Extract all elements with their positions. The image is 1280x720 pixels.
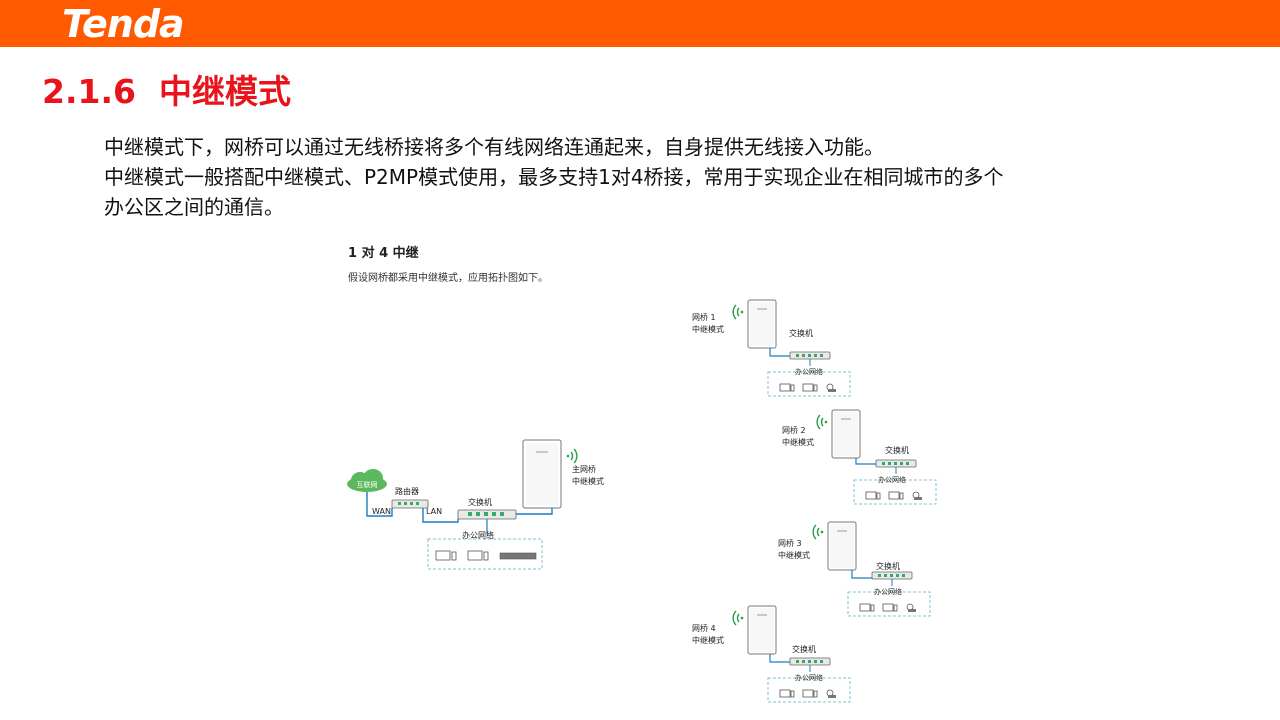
paragraph-line-3: 办公区之间的通信。 xyxy=(104,195,284,219)
main-switch-icon xyxy=(457,509,517,520)
bridge-4-switch-label: 交换机 xyxy=(792,644,816,654)
section-number: 2.1.6 xyxy=(42,72,136,111)
bridge-1-group: 网桥 1 中继模式 交换机 办公网络 xyxy=(692,299,851,397)
router-label: 路由器 xyxy=(395,486,419,496)
bridge-2-wifi-icon xyxy=(816,414,828,430)
bridge-4-name: 网桥 4 xyxy=(692,623,716,633)
main-office-network xyxy=(427,538,543,570)
bridge-4-group: 网桥 4 中继模式 交换机 办公网络 xyxy=(692,605,851,703)
section-title: 2.1.6 中继模式 xyxy=(42,70,291,114)
main-office-label: 办公网络 xyxy=(462,530,494,540)
internet-cloud-icon: 互联网 xyxy=(347,469,387,492)
main-bridge-label: 主网桥 xyxy=(572,464,596,474)
bridge-3-name: 网桥 3 xyxy=(778,538,802,548)
bridge-2-switch-icon xyxy=(875,459,917,468)
bridge-4-icon xyxy=(747,605,777,655)
bridge-1-wifi-icon xyxy=(732,304,744,320)
bridge-1-switch-label: 交换机 xyxy=(789,328,813,338)
internet-label: 互联网 xyxy=(357,480,378,489)
main-bridge-mode: 中继模式 xyxy=(572,476,604,486)
bridge-2-name: 网桥 2 xyxy=(782,425,806,435)
bridge-3-icon xyxy=(827,521,857,571)
bridge-4-mode: 中继模式 xyxy=(692,635,724,645)
bridge-3-office-label: 办公网络 xyxy=(874,587,902,596)
bridge-4-switch-icon xyxy=(789,657,831,666)
bridge-1-mode: 中继模式 xyxy=(692,324,724,334)
bridge-3-switch-icon xyxy=(871,571,913,580)
main-bridge-icon xyxy=(522,439,562,509)
wan-label: WAN xyxy=(372,507,391,516)
diagram-subheading: 假设网桥都采用中继模式，应用拓扑图如下。 xyxy=(348,273,548,284)
main-switch-label: 交换机 xyxy=(468,497,492,507)
section-name: 中继模式 xyxy=(158,72,291,111)
bridge-2-icon xyxy=(831,409,861,459)
tenda-logo: Tenda xyxy=(62,2,185,46)
bridge-1-office-label: 办公网络 xyxy=(795,367,823,376)
bridge-1-name: 网桥 1 xyxy=(692,312,716,322)
bridge-4-wifi-icon xyxy=(732,610,744,626)
lan-label: LAN xyxy=(426,507,442,516)
header-bar: Tenda xyxy=(0,0,1280,47)
router-icon xyxy=(391,499,429,509)
bridge-3-mode: 中继模式 xyxy=(778,550,810,560)
paragraph-line-1: 中继模式下，网桥可以通过无线桥接将多个有线网络连通起来，自身提供无线接入功能。 xyxy=(104,135,884,159)
bridge-3-group: 网桥 3 中继模式 交换机 办公网络 xyxy=(778,521,931,617)
topology-diagram: 1 对 4 中继 假设网桥都采用中继模式，应用拓扑图如下。 xyxy=(340,238,944,708)
bridge-1-icon xyxy=(747,299,777,349)
bridge-4-office-label: 办公网络 xyxy=(795,673,823,682)
diagram-heading: 1 对 4 中继 xyxy=(348,246,419,261)
bridge-3-switch-label: 交换机 xyxy=(876,561,900,571)
bridge-2-mode: 中继模式 xyxy=(782,437,814,447)
paragraph-line-2: 中继模式一般搭配中继模式、P2MP模式使用，最多支持1对4桥接，常用于实现企业在… xyxy=(104,165,1004,189)
bridge-1-switch-icon xyxy=(789,351,831,360)
bridge-2-office-label: 办公网络 xyxy=(878,475,906,484)
main-bridge-wifi-icon xyxy=(566,448,578,464)
bridge-3-wifi-icon xyxy=(812,524,824,540)
bridge-2-group: 网桥 2 中继模式 交换机 办公网络 xyxy=(782,409,937,505)
bridge-2-switch-label: 交换机 xyxy=(885,445,909,455)
